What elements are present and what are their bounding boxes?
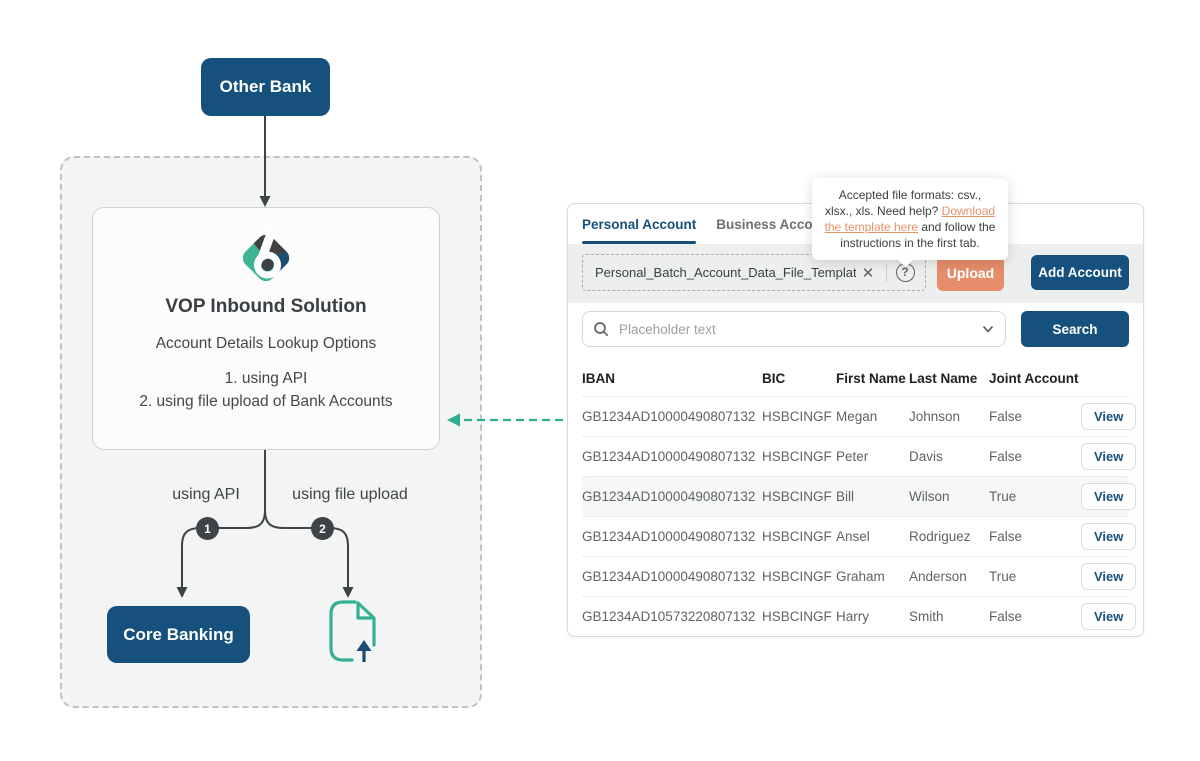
branch-number-1: 1 — [196, 517, 219, 540]
accounts-table: IBAN BIC First Name Last Name Joint Acco… — [582, 361, 1137, 636]
view-button[interactable]: View — [1081, 563, 1137, 590]
table-row: GB1234AD10000490807132 HSBCINGF Megan Jo… — [582, 396, 1137, 436]
cell-first-name: Ansel — [836, 529, 870, 544]
table-row: GB1234AD10000490807132 HSBCINGF Peter Da… — [582, 436, 1137, 476]
cell-bic: HSBCINGF — [762, 609, 832, 624]
cell-joint-account: False — [989, 409, 1023, 424]
search-input[interactable] — [617, 320, 981, 338]
other-bank-label: Other Bank — [219, 77, 312, 96]
solution-title: VOP Inbound Solution — [165, 296, 367, 317]
core-banking-label: Core Banking — [123, 624, 234, 644]
table-header-row: IBAN BIC First Name Last Name Joint Acco… — [582, 361, 1129, 396]
cell-bic: HSBCINGF — [762, 529, 832, 544]
cell-bic: HSBCINGF — [762, 569, 832, 584]
tab-business-account[interactable]: Business Account — [716, 216, 834, 232]
add-account-button[interactable]: Add Account — [1031, 255, 1129, 290]
col-header-last-name: Last Name — [909, 371, 978, 386]
cell-joint-account: False — [989, 449, 1023, 464]
cell-bic: HSBCINGF — [762, 449, 832, 464]
solution-option-1: 1. using API — [224, 370, 308, 387]
branch-label-file-upload: using file upload — [292, 486, 408, 503]
cell-iban: GB1234AD10000490807132 — [582, 449, 756, 464]
col-header-iban: IBAN — [582, 371, 615, 386]
cell-last-name: Anderson — [909, 569, 967, 584]
view-button[interactable]: View — [1081, 603, 1137, 630]
solution-option-2: 2. using file upload of Bank Accounts — [139, 393, 393, 410]
upload-button[interactable]: Upload — [937, 254, 1004, 291]
cell-iban: GB1234AD10000490807132 — [582, 529, 756, 544]
selected-file-name: Personal_Batch_Account_Data_File_Templat… — [595, 265, 856, 280]
cell-last-name: Johnson — [909, 409, 961, 424]
col-header-joint-account: Joint Account — [989, 371, 1079, 386]
table-row: GB1234AD10000490807132 HSBCINGF Graham A… — [582, 556, 1137, 596]
table-row: GB1234AD10573220807132 HSBCINGF Harry Sm… — [582, 596, 1137, 636]
branch-number-2: 2 — [311, 517, 334, 540]
search-button[interactable]: Search — [1021, 311, 1129, 347]
view-button[interactable]: View — [1081, 523, 1137, 550]
cell-last-name: Wilson — [909, 489, 950, 504]
search-input-wrapper — [582, 311, 1006, 347]
cell-last-name: Smith — [909, 609, 944, 624]
cell-first-name: Bill — [836, 489, 855, 504]
cell-iban: GB1234AD10000490807132 — [582, 409, 756, 424]
cell-first-name: Megan — [836, 409, 878, 424]
search-icon — [594, 322, 609, 337]
cell-joint-account: True — [989, 489, 1017, 504]
cell-iban: GB1234AD10573220807132 — [582, 609, 756, 624]
table-row: GB1234AD10000490807132 HSBCINGF Ansel Ro… — [582, 516, 1137, 556]
cell-iban: GB1234AD10000490807132 — [582, 489, 756, 504]
vop-solution-node: VOP Inbound Solution Account Details Loo… — [92, 207, 440, 450]
download-template-link[interactable]: Download the template here — [824, 204, 996, 234]
cell-bic: HSBCINGF — [762, 409, 832, 424]
tooltip-text-after: and follow the instructions in the first… — [840, 220, 996, 250]
cell-first-name: Peter — [836, 449, 869, 464]
col-header-first-name: First Name — [836, 371, 906, 386]
accounts-panel: Personal Account Business Account Person… — [567, 203, 1144, 637]
core-banking-node: Core Banking — [107, 606, 250, 663]
solution-subtitle: Account Details Lookup Options — [155, 335, 377, 352]
cell-joint-account: False — [989, 609, 1023, 624]
cell-first-name: Graham — [836, 569, 885, 584]
tooltip-text-before: Accepted file formats: csv., xlsx., xls.… — [824, 188, 982, 218]
view-button[interactable]: View — [1081, 403, 1137, 430]
col-header-bic: BIC — [762, 371, 786, 386]
vop-logo-icon — [239, 228, 293, 285]
clear-file-icon[interactable]: ✕ — [861, 264, 875, 282]
cell-first-name: Harry — [836, 609, 869, 624]
other-bank-node: Other Bank — [201, 58, 330, 116]
tab-personal-account[interactable]: Personal Account — [582, 204, 697, 244]
cell-joint-account: False — [989, 529, 1023, 544]
chevron-down-icon[interactable] — [981, 322, 995, 336]
view-button[interactable]: View — [1081, 483, 1137, 510]
cell-last-name: Rodriguez — [909, 529, 971, 544]
cell-bic: HSBCINGF — [762, 489, 832, 504]
divider — [886, 263, 887, 282]
cell-last-name: Davis — [909, 449, 943, 464]
cell-iban: GB1234AD10000490807132 — [582, 569, 756, 584]
view-button[interactable]: View — [1081, 443, 1137, 470]
tab-bar: Personal Account Business Account — [568, 204, 1143, 244]
branch-label-api: using API — [172, 486, 240, 503]
cell-joint-account: True — [989, 569, 1017, 584]
upload-help-tooltip: Accepted file formats: csv., xlsx., xls.… — [812, 178, 1008, 268]
table-row-highlighted: GB1234AD10000490807132 HSBCINGF Bill Wil… — [582, 476, 1137, 516]
